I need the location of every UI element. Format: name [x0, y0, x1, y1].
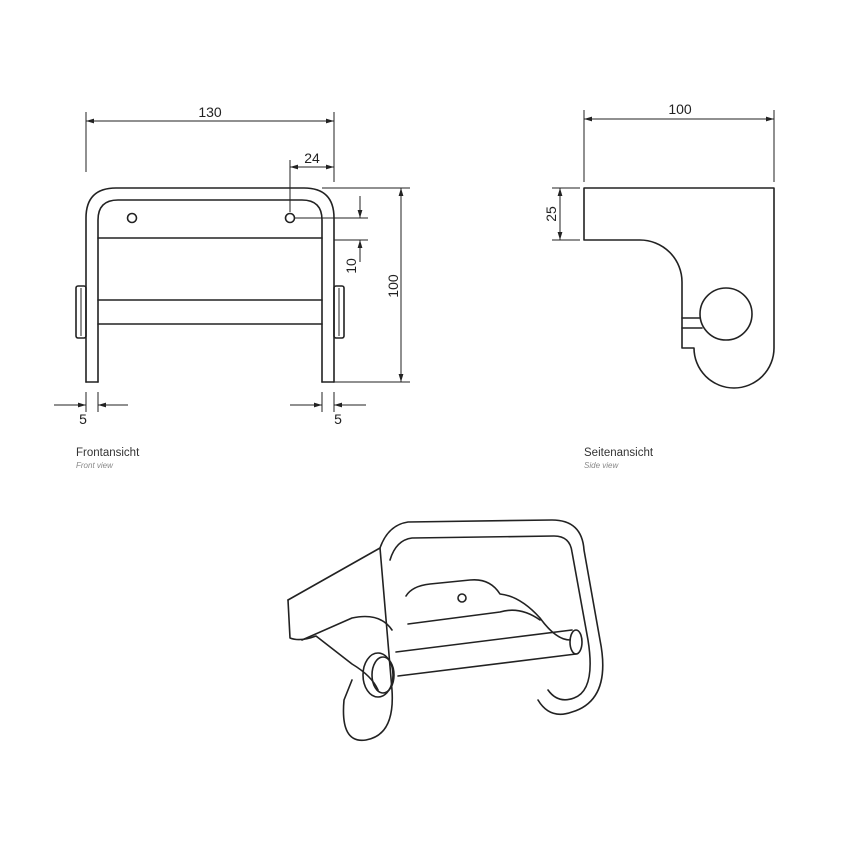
iso-left-arm: [379, 519, 604, 716]
front-view-title: Frontansicht: [76, 447, 140, 459]
front-cap-left: [75, 285, 87, 339]
dim-side-plate-height: 25: [543, 206, 559, 222]
front-view: 130 24 100 10 5 5 Frontansicht Front vie…: [54, 104, 410, 470]
dim-front-hole-offset: 24: [304, 150, 320, 166]
iso-back-plate-lower: [407, 609, 541, 625]
side-view-subtitle: Side view: [584, 461, 619, 470]
dim-side-depth: 100: [668, 101, 692, 117]
front-frame-inner: [97, 199, 323, 383]
dim-front-hole-drop: 10: [343, 258, 359, 274]
front-frame-outer: [85, 187, 335, 383]
front-view-subtitle: Front view: [76, 461, 114, 470]
dim-front-left-thickness: 5: [79, 411, 87, 427]
dim-front-height: 100: [385, 274, 401, 298]
iso-front-plate: [301, 615, 393, 641]
dim-front-right-thickness: 5: [334, 411, 342, 427]
side-profile: [583, 187, 775, 389]
iso-left-arm-inner: [389, 535, 591, 701]
iso-end-cap: [362, 652, 394, 698]
iso-bar-top: [395, 629, 573, 653]
side-view: 100 25 Seitenansicht Side view: [543, 101, 775, 470]
side-roll-circle: [699, 287, 753, 341]
iso-front-frame: [287, 547, 394, 742]
iso-hole: [457, 593, 467, 603]
iso-bar-bottom: [397, 653, 577, 677]
dim-front-width: 130: [198, 104, 222, 120]
iso-front-side: [287, 599, 379, 691]
iso-end-cap-inner: [371, 656, 395, 694]
isometric-view: [287, 519, 604, 742]
iso-back-plate: [405, 578, 571, 641]
side-view-title: Seitenansicht: [584, 447, 654, 459]
iso-bar-end: [569, 629, 583, 655]
front-hole-left: [126, 212, 138, 224]
front-cap-right: [333, 285, 345, 339]
front-hole-right: [284, 212, 296, 224]
